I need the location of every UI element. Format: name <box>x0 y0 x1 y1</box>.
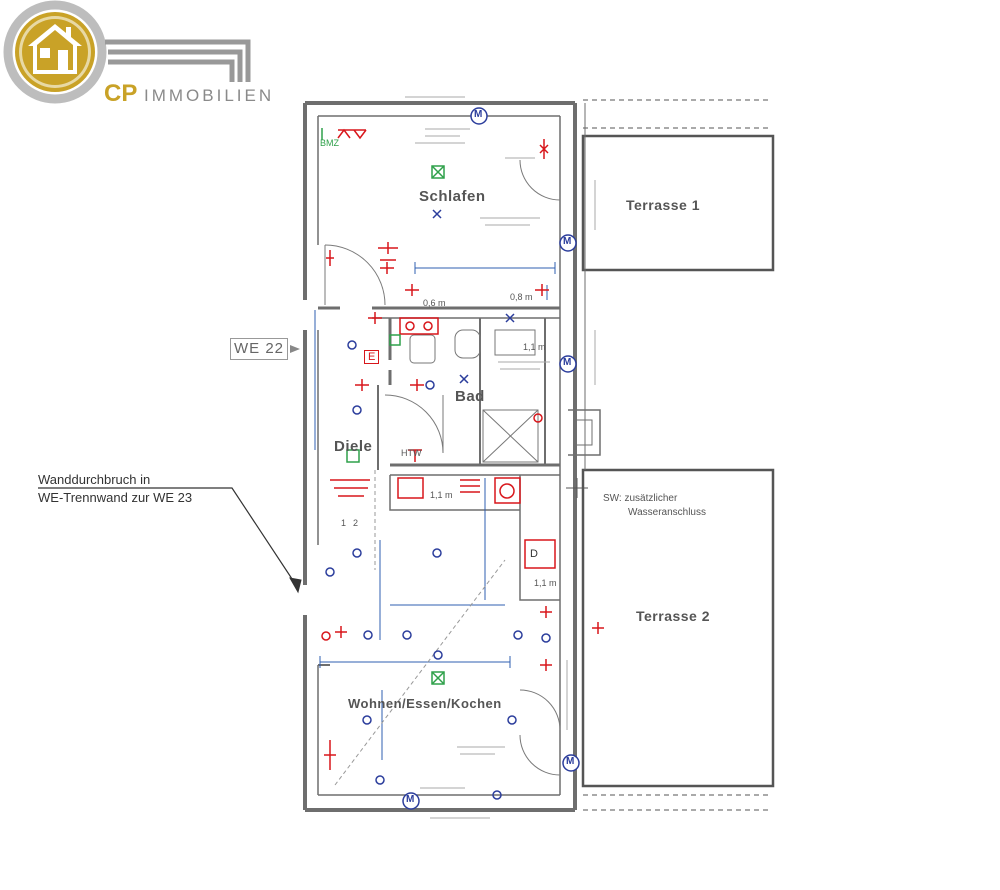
dim-bad: 1,1 m <box>523 342 546 352</box>
dim-counter: 1,1 m <box>534 578 557 588</box>
wall-opening-note: Wanddurchbruch in WE-Trennwand zur WE 23 <box>38 471 192 507</box>
room-label-bad: Bad <box>455 388 485 405</box>
wall-opening-note-line1: Wanddurchbruch in <box>38 472 151 487</box>
annotation-arrow <box>38 487 302 594</box>
logo-emblem <box>3 0 107 104</box>
dimension-lines <box>314 262 556 760</box>
htw-label: HTW <box>401 448 422 458</box>
m-symbols <box>402 107 580 810</box>
unit-label: WE 22 <box>230 338 288 360</box>
m-symbol-3: M <box>563 357 572 368</box>
electrical-symbols <box>321 128 604 770</box>
m-symbol-5: M <box>406 794 415 805</box>
dim-schlafen-left: 0,6 m <box>423 298 446 308</box>
d-box-label: D <box>530 548 538 560</box>
e-box-label: E <box>364 350 380 364</box>
terrace-label-2: Terrasse 2 <box>636 608 711 624</box>
logo-brand-word: IMMOBILIEN <box>144 86 275 105</box>
dim-kitchen: 1,1 m <box>430 490 453 500</box>
walls <box>303 101 601 812</box>
logo-brand-letters: CP <box>104 80 138 107</box>
bath-fixtures <box>409 329 539 463</box>
logo-lines <box>105 39 251 82</box>
water-note-line1: SW: zusätzlicher <box>603 493 678 504</box>
room-label-wohnen: Wohnen/Essen/Kochen <box>348 696 502 711</box>
m-symbol-1: M <box>474 109 483 120</box>
terrace-label-1: Terrasse 1 <box>626 197 701 213</box>
num-2-label: 2 <box>353 518 359 528</box>
doors <box>324 159 561 776</box>
spec-text-lines <box>405 96 596 819</box>
num-1-label: 1 <box>341 518 347 528</box>
kitchen-appliances <box>397 317 556 569</box>
water-note-marker <box>566 478 588 498</box>
bmz-label: BMZ <box>320 138 339 148</box>
room-label-schlafen: Schlafen <box>419 188 486 205</box>
m-symbol-2: M <box>563 236 572 247</box>
m-symbol-4: M <box>566 756 575 767</box>
ceiling-light-symbols <box>325 209 551 800</box>
dim-schlafen-right: 0,8 m <box>510 292 533 302</box>
house-icon <box>28 24 82 74</box>
room-label-diele: Diele <box>334 438 373 455</box>
smoke-detector-symbols <box>321 128 445 685</box>
wall-opening-note-line2: WE-Trennwand zur WE 23 <box>38 490 193 505</box>
terrace-2-outline <box>581 468 775 811</box>
water-note-line2: Wasseranschluss <box>628 507 706 518</box>
terrace-1-outline <box>581 99 775 272</box>
cable-lines <box>334 470 506 786</box>
we22-arrow <box>290 345 300 353</box>
